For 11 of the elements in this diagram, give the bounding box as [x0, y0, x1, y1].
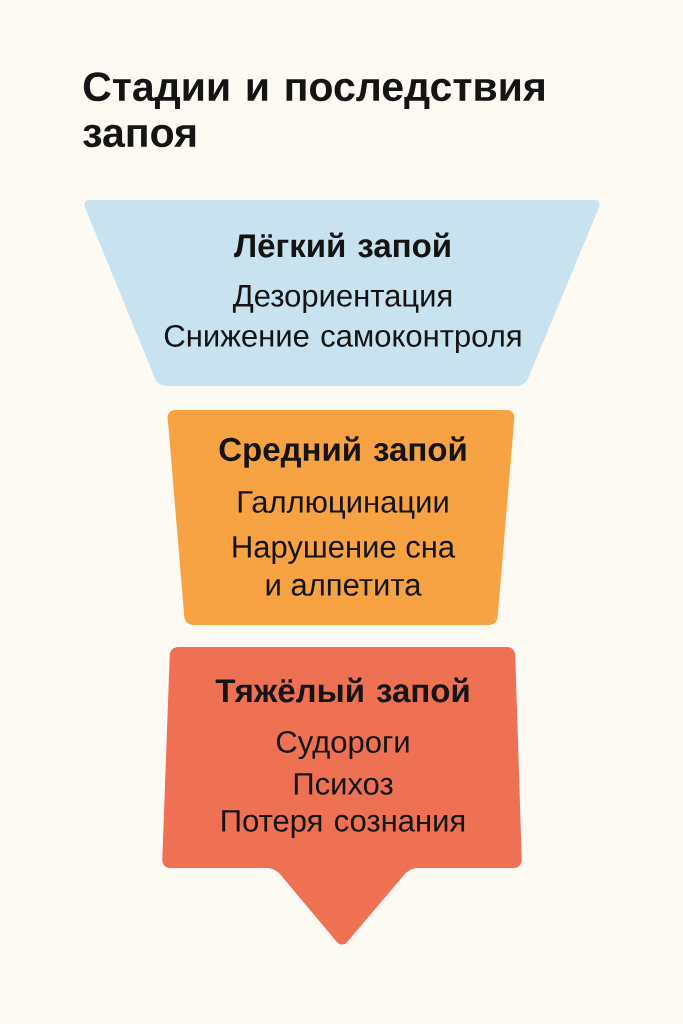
title: Стадии и последствия запоя	[83, 72, 544, 148]
symptom-text: Судороги	[276, 730, 409, 760]
stage-heading: Средний запой	[219, 436, 466, 468]
symptom-text: Потеря сознания	[222, 810, 465, 838]
stage-heading: Тяжёлый запой	[215, 677, 469, 703]
symptom-text: Снижение самоконтроля	[164, 324, 521, 354]
symptom-text: Галлюцинации	[238, 491, 448, 519]
symptom-text: Дезориентация	[232, 285, 452, 313]
symptom-text: Психоз	[294, 773, 393, 795]
stage-heading: Лёгкий запой	[234, 232, 450, 258]
symptom-text: Нарушение сна и алпетита	[233, 536, 456, 596]
